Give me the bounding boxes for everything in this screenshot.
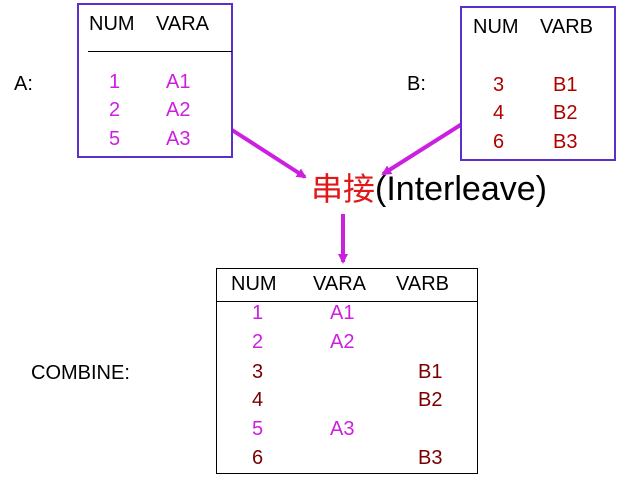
label-combine: COMBINE:	[31, 362, 130, 384]
table-b-cell: B1	[553, 74, 578, 96]
table-combine-cell: B3	[418, 447, 443, 469]
table-combine-cell: 3	[252, 361, 264, 383]
label-b: B:	[407, 73, 426, 95]
table-combine-cell: 2	[252, 331, 264, 353]
table-combine-cell: B1	[418, 361, 443, 383]
table-combine-cell: 5	[252, 418, 264, 440]
table-a-cell: A3	[166, 128, 191, 150]
table-b-cell: 3	[493, 74, 505, 96]
table-combine-divider	[217, 301, 477, 302]
table-combine-header-vara: VARA	[313, 273, 366, 295]
table-combine-cell: 1	[252, 302, 264, 324]
table-a-cell: A1	[166, 71, 191, 93]
table-combine-cell: 4	[252, 389, 264, 411]
table-b: NUM VARB 3 B1 4 B2 6 B3	[460, 6, 616, 161]
table-a-cell: 2	[109, 99, 121, 121]
table-b-cell: B3	[553, 131, 578, 153]
table-b-header-varb: VARB	[540, 16, 593, 38]
table-combine-header-varb: VARB	[396, 273, 449, 295]
table-combine-cell: A2	[330, 331, 355, 353]
table-a-cell: 1	[109, 71, 121, 93]
table-a-header-vara: VARA	[156, 13, 209, 35]
table-combine-cell: B2	[418, 389, 443, 411]
arrow-a-to-op	[230, 128, 307, 179]
table-combine-header-num: NUM	[231, 273, 277, 295]
table-b-cell: 4	[493, 102, 505, 124]
operation-label: 串接(Interleave)	[311, 164, 547, 210]
operation-label-en: (Interleave)	[375, 170, 547, 208]
table-b-cell: B2	[553, 102, 578, 124]
table-a-divider	[88, 51, 232, 52]
table-b-header-num: NUM	[473, 16, 519, 38]
table-a: NUM VARA 1 A1 2 A2 5 A3	[77, 3, 233, 158]
table-combine-cell: 6	[252, 447, 264, 469]
arrow-b-to-op	[381, 122, 464, 176]
operation-label-zh: 串接	[311, 170, 376, 208]
table-combine-cell: A1	[330, 302, 355, 324]
table-a-cell: A2	[166, 99, 191, 121]
table-a-header-num: NUM	[89, 13, 135, 35]
table-combine-cell: A3	[330, 418, 355, 440]
label-a: A:	[14, 73, 33, 95]
table-b-cell: 6	[493, 131, 505, 153]
table-a-cell: 5	[109, 128, 121, 150]
table-combine: NUM VARA VARB 1 A1 2 A2 3 B1 4 B2 5 A3 6…	[216, 268, 478, 474]
